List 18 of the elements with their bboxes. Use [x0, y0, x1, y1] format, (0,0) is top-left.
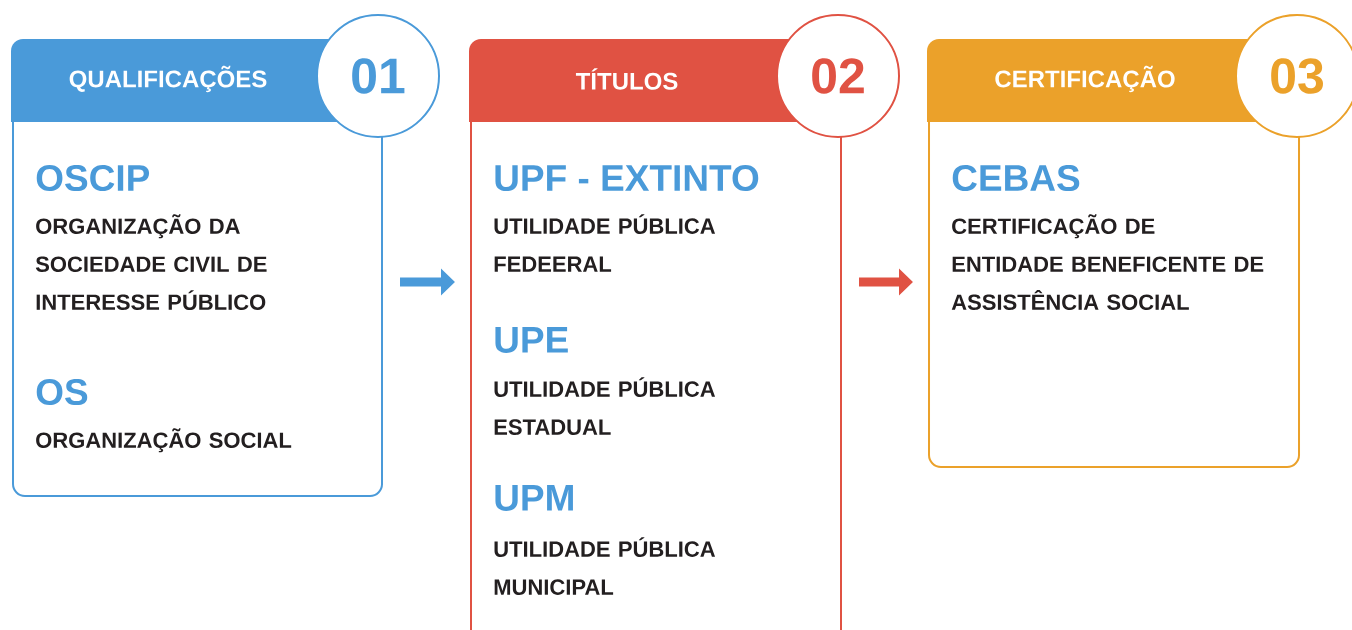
item-description: ORGANIZAÇÃO DA SOCIEDADE CIVIL DE INTERESSE PÚBLICO [35, 214, 267, 310]
item-description: UTILIDADE PÚBLICA MUNICIPAL [494, 537, 716, 595]
item-heading: UPM [495, 485, 573, 511]
item-heading: UPF - EXTINTO [495, 164, 759, 192]
item-description: UTILIDADE PÚBLICA ESTADUAL [494, 377, 716, 435]
card-header: TÍTULOS [575, 68, 678, 90]
card-header: QUALIFICAÇÕES [69, 65, 267, 93]
item-heading: CEBAS [952, 164, 1080, 192]
item-description: UTILIDADE PÚBLICA FEDEERAL [494, 214, 716, 272]
node-label: 01 [352, 58, 405, 94]
card-header: CERTIFICAÇÃO [995, 65, 1175, 93]
item-heading: UPE [495, 327, 568, 353]
item-description: ORGANIZAÇÃO SOCIAL [36, 428, 292, 453]
item-heading: OS [36, 378, 88, 406]
item-heading: OSCIP [36, 164, 150, 192]
item-description: CERTIFICAÇÃO DE ENTIDADE BENEFICENTE DE ASSISTÊNCIA SOCIAL [951, 214, 1264, 310]
node-label: 03 [1271, 58, 1324, 94]
node-label: 02 [812, 58, 864, 94]
